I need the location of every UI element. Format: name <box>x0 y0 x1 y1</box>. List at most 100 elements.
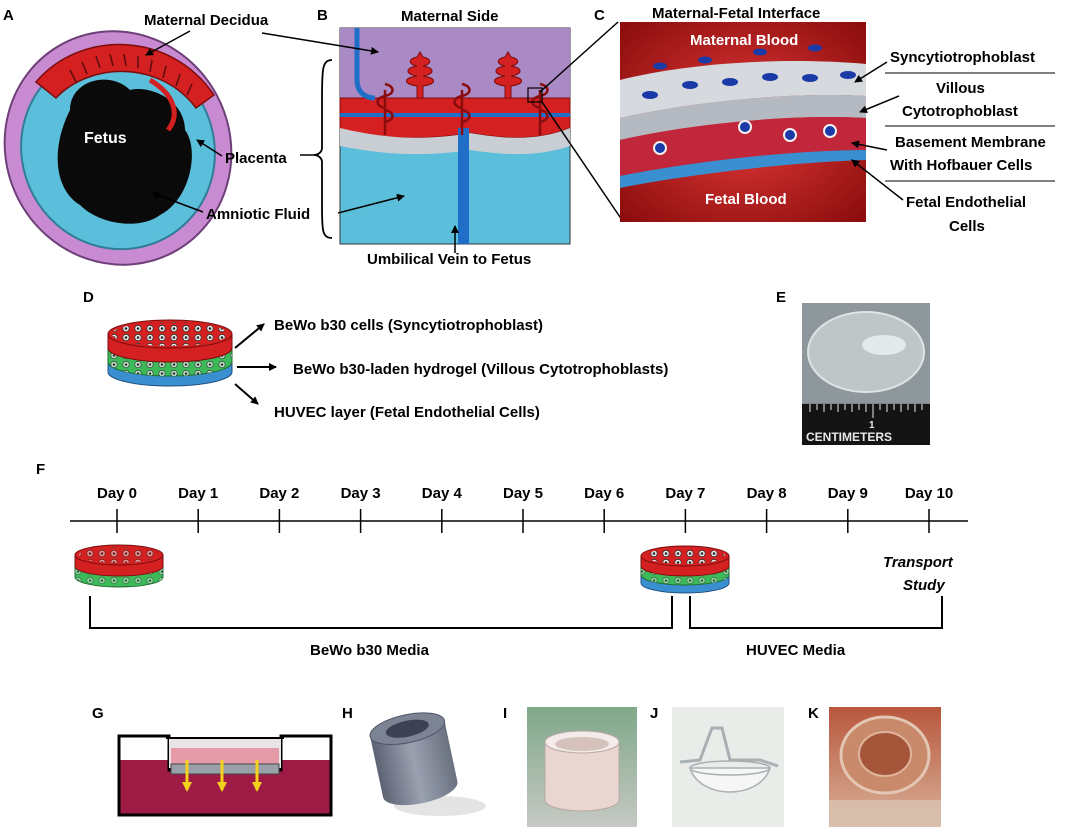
placenta-label-a: Placenta <box>225 150 287 167</box>
panel-letter-e: E <box>776 289 786 306</box>
day-ticks <box>116 509 930 533</box>
panel-f-timeline: Day 0 Day 1 Day 2 Day 3 Day 4 Day 5 Day 6 Day 7… <box>70 485 968 659</box>
ruler-number: 1 <box>869 420 875 431</box>
fetus-silhouette <box>57 79 192 224</box>
interface-zoom-box <box>527 87 543 103</box>
maternal-decidua-arrow <box>145 30 191 56</box>
bewo-media-label: BeWo b30 Media <box>310 642 430 659</box>
panel-h-cad-insert <box>369 712 486 816</box>
hydrogel-highlight <box>862 335 906 355</box>
amniotic-fluid-label: Amniotic Fluid <box>206 206 310 223</box>
panel-k-well-photo <box>829 707 941 827</box>
layer-1-label: BeWo b30 cells (Syncytiotrophoblast) <box>274 317 543 334</box>
panel-g-transwell <box>117 734 333 817</box>
fetal-endothelial-label-2: Cells <box>949 218 985 235</box>
placenta-arrow-a <box>196 139 223 157</box>
nuclei-syncytio <box>642 44 856 99</box>
photo-j-background <box>672 707 784 827</box>
panel-letter-i: I <box>503 705 507 722</box>
day-label: Day 2 <box>259 485 299 502</box>
panel-c-labels: Maternal-Fetal Interface Syncytiotrophob… <box>652 5 1055 235</box>
cytotrophoblast-layer <box>620 94 866 140</box>
endothelial-arrow <box>851 159 904 201</box>
panel-c-interface: Maternal Blood Fetal Blood <box>620 22 866 222</box>
insert-j-hangers <box>679 726 779 768</box>
umbilical-vein-vessel <box>458 128 469 244</box>
placenta-shape <box>34 43 216 110</box>
cad-cylinder-hole <box>385 719 429 738</box>
syncytiotrophoblast-label: Syncytiotrophoblast <box>890 49 1035 66</box>
insert-i-opening <box>555 737 609 751</box>
panel-j-hanging-insert <box>672 707 784 827</box>
cytotroph-arrow <box>859 95 900 114</box>
day-label: Day 0 <box>97 485 137 502</box>
umbilical-cord <box>148 77 177 132</box>
day-label: Day 9 <box>828 485 868 502</box>
insert-i-body <box>544 741 620 812</box>
panel-a-labels: Maternal Decidua Placenta Amniotic Fluid <box>144 12 310 223</box>
panel-letter-f: F <box>36 461 45 478</box>
day-label: Day 10 <box>905 485 953 502</box>
panel-letter-k: K <box>808 705 819 722</box>
maternal-vessel <box>354 28 376 101</box>
interface-title: Maternal-Fetal Interface <box>652 5 820 22</box>
placental-villi-marks <box>69 53 193 96</box>
panel-letter-h: H <box>342 705 353 722</box>
amniotic-fluid-arrow <box>151 191 204 213</box>
syncytio-arrow <box>854 61 888 83</box>
nuclei-basement <box>653 120 837 155</box>
day-label: Day 6 <box>584 485 624 502</box>
villous-label-1: Villous <box>936 80 985 97</box>
panel-a-uterus-diagram: Fetus <box>3 30 233 266</box>
endothelial-layer <box>620 150 866 188</box>
maternal-blood-label: Maternal Blood <box>690 32 798 49</box>
disc-day-0 <box>74 544 164 588</box>
placenta-bracket <box>313 59 333 239</box>
layer-3-label: HUVEC layer (Fetal Endothelial Cells) <box>274 404 540 421</box>
umbilical-vein-label: Umbilical Vein to Fetus <box>367 251 531 268</box>
panel-letter-b: B <box>317 7 328 24</box>
panel-letter-j: J <box>650 705 658 722</box>
chorionic-membrane-left <box>340 128 470 155</box>
villous-label-2: Cytotrophoblast <box>902 103 1018 120</box>
maternal-side-label: Maternal Side <box>401 8 499 25</box>
panel-letter-d: D <box>83 289 94 306</box>
panel-i-printed-insert <box>527 707 637 827</box>
day-label: Day 1 <box>178 485 218 502</box>
maternal-decidua-label: Maternal Decidua <box>144 12 269 29</box>
panel-b-placenta-section <box>300 27 571 245</box>
panel-d-layer-model: BeWo b30 cells (Syncytiotrophoblast) BeW… <box>107 317 668 421</box>
well-k-lower <box>829 800 941 827</box>
ruler-unit: CENTIMETERS <box>806 430 892 444</box>
bewo-media-bracket <box>89 596 673 629</box>
day-label: Day 4 <box>422 485 463 502</box>
layer-2-label: BeWo b30-laden hydrogel (Villous Cytotro… <box>293 361 668 378</box>
huvec-media-bracket <box>689 596 943 629</box>
huvec-media-label: HUVEC Media <box>746 642 846 659</box>
panel-e-hydrogel-photo: 1 CENTIMETERS <box>802 303 930 445</box>
fetus-label: Fetus <box>84 130 127 147</box>
fetal-endothelial-label-1: Fetal Endothelial <box>906 194 1026 211</box>
basement-label-2: With Hofbauer Cells <box>890 157 1032 174</box>
zoom-line-top <box>539 21 619 93</box>
panel-letters: A B C D E F G H I J K <box>3 7 819 722</box>
apical-media <box>171 748 279 764</box>
tri-layer-disc <box>107 319 233 387</box>
spiral-arteries <box>406 51 522 99</box>
maternal-side-region <box>340 28 570 98</box>
decidua-to-b-arrow <box>261 32 379 55</box>
panel-letter-g: G <box>92 705 104 722</box>
arrow-to-layer-3 <box>234 383 259 405</box>
basement-label-1: Basement Membrane <box>895 134 1046 151</box>
insert-membrane <box>170 763 280 775</box>
day-label: Day 5 <box>503 485 543 502</box>
fetal-blood-label: Fetal Blood <box>705 191 787 208</box>
day-label: Day 3 <box>341 485 381 502</box>
hydrogel-disc <box>807 311 925 393</box>
panel-b-labels: Maternal Side Umbilical Vein to Fetus <box>261 8 623 268</box>
panel-letter-c: C <box>594 7 605 24</box>
day-label: Day 7 <box>665 485 705 502</box>
transport-label-1: Transport <box>883 554 954 571</box>
basement-arrow <box>851 140 888 151</box>
